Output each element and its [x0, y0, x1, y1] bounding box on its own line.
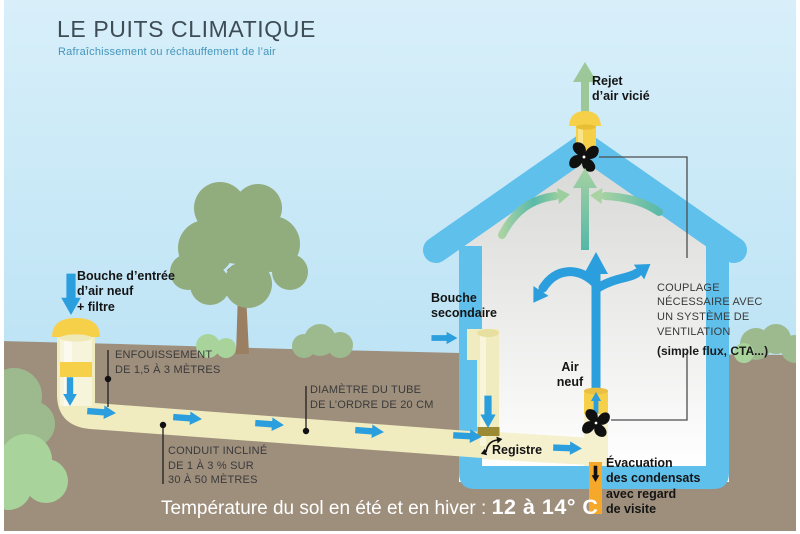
page-subtitle: Rafraîchissement ou réchauffement de l’a… — [58, 46, 276, 58]
exhaust-air-label: Rejet d’air vicié — [592, 74, 650, 104]
fresh-air-label: Air neuf — [556, 360, 584, 390]
frame-border — [0, 531, 800, 534]
coupling-bracket — [599, 156, 688, 421]
intake-label: Bouche d’entrée d’air neuf + filtre — [77, 269, 175, 314]
soil-temperature-value: 12 à 14° C — [491, 495, 599, 519]
page-title: LE PUITS CLIMATIQUE — [57, 16, 316, 42]
bushes — [0, 324, 800, 510]
indoor-ducts — [467, 329, 608, 466]
roof-fan-icon — [569, 142, 599, 172]
coupling-label: COUPLAGE NÉCESSAIRE AVEC UN SYSTÈME DE V… — [657, 266, 800, 373]
soil-temperature-text: Température du sol en été et en hiver : — [161, 498, 492, 519]
tree — [170, 182, 308, 354]
damper-band — [477, 427, 500, 436]
exhaust-arrow — [573, 62, 597, 112]
frame-border — [0, 0, 4, 534]
fresh-air-pipe — [533, 252, 651, 392]
condensate-drain — [589, 462, 602, 514]
inclined-duct-label: CONDUIT INCLINÉ DE 1 À 3 % SUR 30 À 50 M… — [168, 445, 268, 487]
soil-temperature-label: Température du sol en été et en hiver : … — [161, 495, 598, 520]
frame-border — [796, 0, 800, 534]
measure-markers — [104, 350, 310, 484]
coupling-note: (simple flux, CTA...) — [657, 343, 769, 358]
secondary-vent-label: Bouche secondaire — [431, 291, 498, 321]
damper-label: Registre — [492, 443, 543, 457]
tube-diameter-label: DIAMÈTRE DU TUBE DE L’ORDRE DE 20 CM — [310, 384, 434, 411]
condensate-label: Évacuation des condensats avec regard de… — [606, 456, 701, 516]
attic-air-arrows — [498, 168, 663, 250]
rotate-arrow-icon — [480, 436, 503, 456]
coupling-text: COUPLAGE NÉCESSAIRE AVEC UN SYSTÈME DE V… — [657, 281, 763, 338]
fresh-air-fan-icon — [582, 409, 610, 437]
burial-depth-label: ENFOUISSEMENT DE 1,5 À 3 MÈTRES — [115, 349, 221, 376]
